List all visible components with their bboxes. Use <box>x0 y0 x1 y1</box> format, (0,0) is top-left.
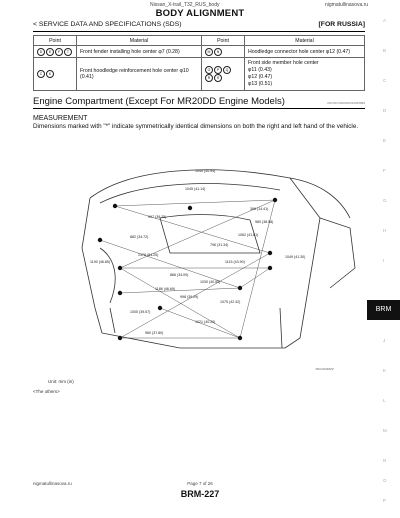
material-line: φ12 (0.47) <box>248 74 273 80</box>
figure-code: JSKIA0348ZZ <box>315 367 334 371</box>
col-header-point: Point <box>33 35 77 46</box>
point-symbol: N <box>214 47 222 56</box>
right-apron <box>284 177 321 349</box>
side-tab-letter[interactable]: I <box>383 258 385 263</box>
measurement-heading: MEASUREMENT <box>33 115 88 122</box>
vehicle-structure <box>81 169 356 349</box>
point-symbol: K <box>46 70 54 78</box>
dimension-label: 1045 (41.14) <box>185 187 205 191</box>
point-symbol: O <box>205 66 213 74</box>
side-tab-letter[interactable]: K <box>383 368 387 373</box>
side-members <box>109 307 283 349</box>
info-id: INFOID:0000000010665889 <box>327 101 365 105</box>
dimension-label: 997 (39.25) <box>148 215 166 219</box>
side-tab-letter[interactable]: N <box>383 458 387 463</box>
point-symbol: Q <box>223 66 231 74</box>
site-watermark-top: nigmatullinasova.ru <box>325 2 369 8</box>
side-tab-letter[interactable]: E <box>383 138 387 143</box>
section-bar: < SERVICE DATA AND SPECIFICATIONS (SDS) … <box>33 20 365 32</box>
dimension-label: 1075 (42.32) <box>220 300 240 304</box>
unit-note: Unit: mm (in) <box>48 379 74 384</box>
dimension-label: 1021 (40.20) <box>195 320 215 324</box>
material-cell: Front fender installing hole center φ7 (… <box>76 45 202 58</box>
compartment-title: Engine Compartment (Except For MR20DD En… <box>33 96 285 107</box>
material-cell: Hoodledge connector hole center φ12 (0.4… <box>244 45 365 58</box>
side-tab-letter[interactable]: J <box>383 338 386 343</box>
left-apron <box>81 197 103 334</box>
section-title: < SERVICE DATA AND SPECIFICATIONS (SDS) <box>33 21 182 28</box>
side-tab-letter[interactable]: M <box>383 428 387 433</box>
dimension-label: 866 (34.09) <box>170 273 188 277</box>
dimension-label: 960 (37.80) <box>145 331 163 335</box>
point-symbol: T <box>64 47 72 56</box>
dimension-label: 1040 (40.94) <box>195 169 215 173</box>
page-title: BODY ALIGNMENT <box>155 8 245 19</box>
dimension-label: 366 (14.41) <box>250 207 268 211</box>
side-tab-letter[interactable]: B <box>383 48 387 53</box>
dimension-label: 1005 (39.57) <box>130 310 150 314</box>
strut-tower <box>319 217 356 289</box>
measurement-points <box>97 197 278 341</box>
dimension-label: 1378 (54.25) <box>138 253 158 257</box>
point-symbol: S <box>214 74 222 82</box>
dimension-label: 796 (31.34) <box>210 243 228 247</box>
material-line: Front side member hole center <box>248 60 319 67</box>
material-cell: Front hoodledge reinforcement hole cente… <box>76 57 202 91</box>
point-symbol: M <box>205 47 213 56</box>
engine-compartment-diagram: 1040 (40.94) 1045 (41.14) 366 (14.41) 98… <box>81 169 356 371</box>
col-header-material: Material <box>244 35 365 46</box>
point-symbol: E <box>46 47 54 56</box>
dimension-lines <box>99 199 276 339</box>
page-reference: BRM-227 <box>180 489 220 499</box>
col-header-point: Point <box>201 35 245 46</box>
point-symbol: R <box>205 74 213 82</box>
page-number: Page 7 of 26 <box>187 481 213 486</box>
compartment-heading: Engine Compartment (Except For MR20DD En… <box>33 96 365 109</box>
point-symbol: C <box>37 70 45 78</box>
point-symbol: F <box>55 47 63 56</box>
front-crossmember <box>101 332 285 349</box>
firewall-panel <box>159 214 261 254</box>
dimension-label: 1062 (41.81) <box>238 233 258 237</box>
side-tab-letter[interactable]: G <box>383 198 387 203</box>
side-tab-active-brm[interactable]: BRM <box>367 300 400 320</box>
left-inner-panel <box>99 247 116 304</box>
cowl-outline <box>89 169 351 219</box>
col-header-material: Material <box>76 35 202 46</box>
point-symbol: P <box>214 66 222 74</box>
side-tab-letter[interactable]: O <box>383 478 387 483</box>
side-tab-letter[interactable]: H <box>383 228 387 233</box>
dimension-label: 1030 (40.55) <box>200 280 220 284</box>
side-tab-letter[interactable]: D <box>383 108 387 113</box>
material-line: φ11 (0.43) <box>248 67 272 74</box>
side-tab-letter[interactable]: L <box>383 398 386 403</box>
side-tab-letter[interactable]: F <box>383 168 386 173</box>
others-note: <The others> <box>33 389 60 394</box>
document-title: Nissan_X-trail_T32_RUS_body <box>150 2 220 8</box>
measurement-text: Dimensions marked with "*" indicate symm… <box>33 123 359 130</box>
dimension-label: 1049 (41.30) <box>285 255 305 259</box>
dimension-label: 1186 (46.69) <box>155 287 175 291</box>
side-tab-letter[interactable]: C <box>383 78 387 83</box>
material-line: φ13 (0.51) <box>248 80 273 87</box>
footer-site: nigmatullinasova.ru <box>33 481 72 486</box>
side-tab-letter[interactable]: A <box>383 18 387 23</box>
dimension-label: 980 (38.58) <box>255 220 273 224</box>
cowl-inner <box>99 183 281 204</box>
region-label: [FOR RUSSIA] <box>318 21 365 28</box>
material-cell: Front side member hole center φ11 (0.43)… <box>244 57 365 91</box>
dimension-label: 1190 (46.85) <box>90 260 110 264</box>
dimension-label: 1115 (43.90) <box>225 260 245 264</box>
side-tab-letter[interactable]: P <box>383 498 387 503</box>
point-symbol: D <box>37 47 45 56</box>
dimension-label: 998 (39.29) <box>180 295 198 299</box>
dimension-label: 882 (34.72) <box>130 235 148 239</box>
